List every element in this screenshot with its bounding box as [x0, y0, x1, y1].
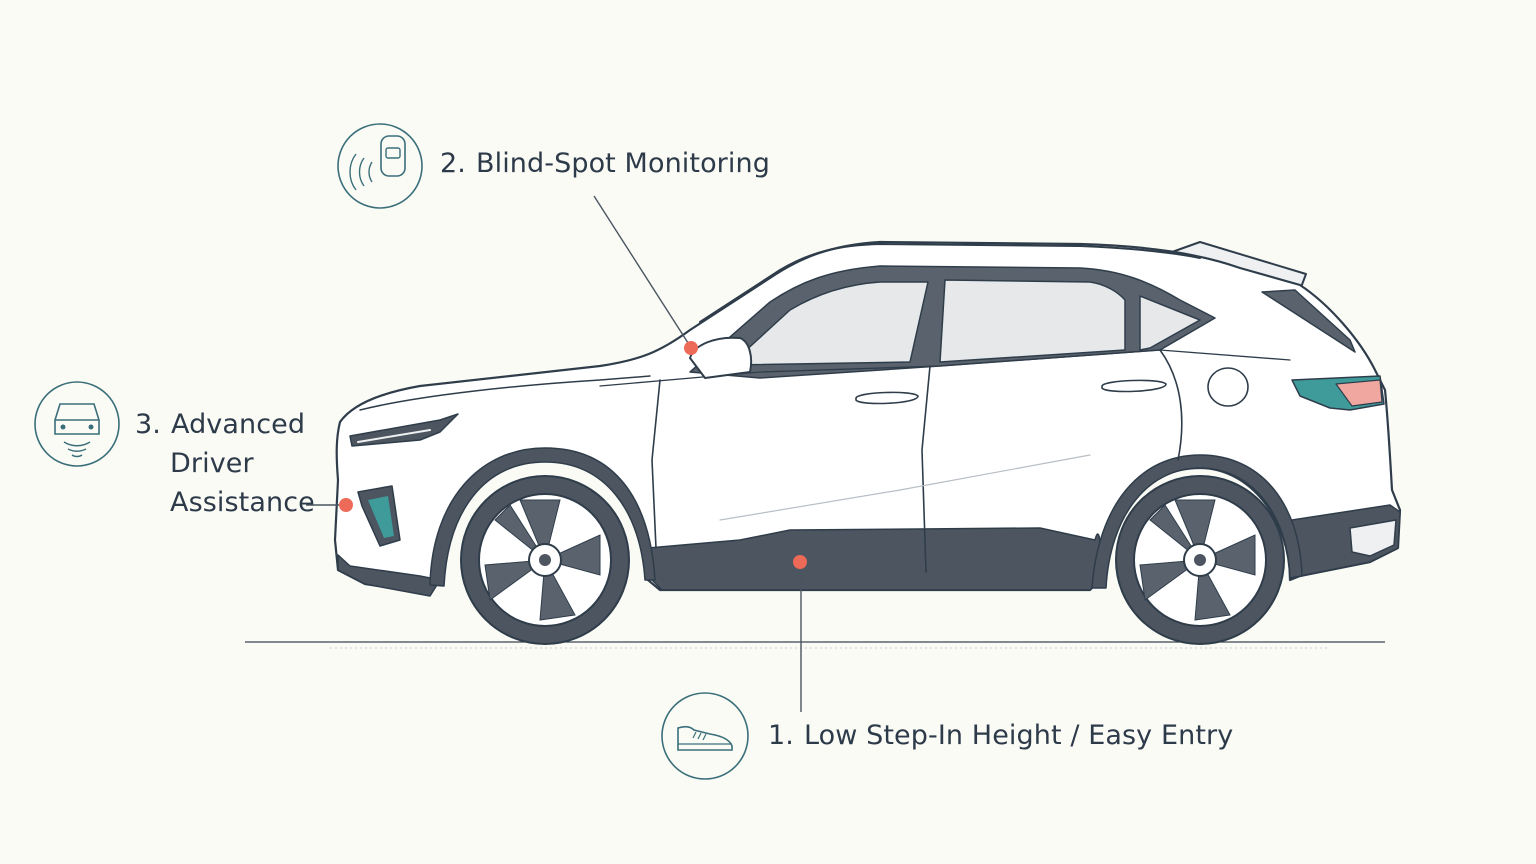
blind-spot-car-icon: [337, 123, 423, 209]
callout-text: Low Step-In Height / Easy Entry: [803, 720, 1234, 751]
front-door-line: [651, 379, 661, 549]
quarter-window: [1139, 295, 1201, 351]
callout-step-in-label: 1. Low Step-In Height / Easy Entry: [768, 720, 1233, 751]
rear-door-handle: [1101, 379, 1167, 393]
callout-number: 3.: [135, 409, 161, 440]
callout-driver-assist-label: 3. Advanced Driver Assistance: [135, 405, 315, 522]
front-wheel-arch: [429, 447, 656, 587]
marker-blind-spot: [684, 341, 698, 355]
callout-text-line: Advanced: [170, 409, 306, 440]
rear-door-line: [1159, 349, 1183, 461]
callout-blind-spot-label: 2. Blind-Spot Monitoring: [440, 148, 770, 179]
callout-text-line: Assistance: [170, 487, 315, 518]
hood-line: [359, 375, 651, 411]
callout-number: 1.: [768, 720, 794, 751]
fuel-cap: [1207, 367, 1249, 407]
body-crease: [719, 454, 1091, 521]
rear-wheel-arch: [1091, 454, 1303, 589]
rear-reflector: [1349, 519, 1397, 557]
side-mirror: [689, 336, 753, 379]
leader-line-blind-spot: [593, 195, 691, 347]
rear-door-window: [939, 279, 1126, 363]
marker-step-in: [793, 555, 807, 569]
marker-driver-assist: [339, 498, 353, 512]
callout-number: 2.: [440, 148, 466, 179]
callout-text-line: Driver: [170, 448, 254, 479]
front-window: [729, 281, 929, 366]
roof-rail: [699, 243, 1201, 323]
suv-body: [333, 240, 1402, 597]
b-pillar-line: [921, 365, 931, 573]
rear-glass: [1261, 289, 1356, 353]
front-car-sensor-icon: [34, 381, 120, 467]
headlight-drl: [357, 429, 431, 443]
callout-text: Blind-Spot Monitoring: [475, 148, 770, 179]
rear-wheel: [1115, 475, 1285, 645]
taillight-red: [1335, 379, 1383, 407]
front-accent: [368, 496, 394, 538]
front-bumper-lower: [337, 554, 441, 597]
front-door-handle: [855, 391, 919, 405]
front-wheel: [460, 475, 630, 645]
shoe-icon: [661, 692, 749, 780]
